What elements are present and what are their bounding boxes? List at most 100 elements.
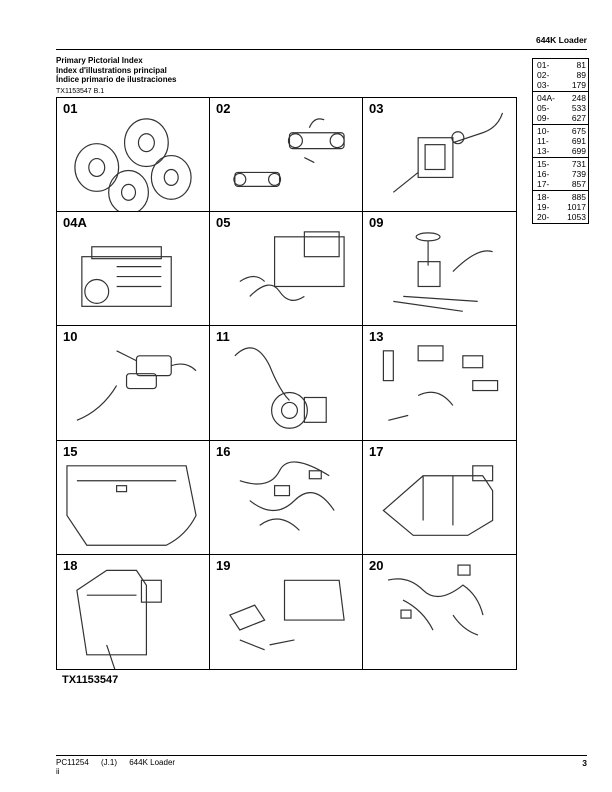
index-page: 691 xyxy=(571,136,586,146)
index-row[interactable]: 15- 731 xyxy=(533,159,588,169)
index-page: 81 xyxy=(576,60,586,70)
index-page: 533 xyxy=(571,103,586,113)
index-group: 15- 731 16- 739 17- 857 xyxy=(533,158,588,191)
engine-harness-icon xyxy=(239,231,345,302)
footer-sub: ii xyxy=(56,767,60,776)
grid-cell-11[interactable]: 11 xyxy=(210,326,363,441)
parts-kit-icon xyxy=(382,345,499,422)
index-page: 89 xyxy=(576,70,586,80)
grid-cell-label: 10 xyxy=(63,329,78,345)
header-rule xyxy=(56,49,587,50)
grid-cell-label: 19 xyxy=(216,557,231,573)
index-page: 179 xyxy=(571,80,586,90)
index-row[interactable]: 04A- 248 xyxy=(533,93,588,103)
index-row[interactable]: 10- 675 xyxy=(533,126,588,136)
index-section: 18- xyxy=(537,192,550,202)
index-section: 05- xyxy=(537,103,550,113)
index-row[interactable]: 18-885 xyxy=(533,192,588,202)
reference-code: TX1153547 B.1 xyxy=(56,88,105,95)
grid-cell-02[interactable]: 02 xyxy=(210,98,363,213)
section-page-index: 01- 81 02- 89 03- 179 04A- 248 05- 533 09- 627 10- 67… xyxy=(532,58,589,224)
hood-icon xyxy=(228,579,345,651)
index-section: 17- xyxy=(537,179,550,189)
page-number: 3 xyxy=(582,758,587,768)
index-section: 03- xyxy=(537,80,550,90)
grid-cell-13[interactable]: 13 xyxy=(363,326,516,441)
index-page: 675 xyxy=(571,126,586,136)
index-row[interactable]: 17- 857 xyxy=(533,179,588,189)
grid-cell-label: 13 xyxy=(369,329,384,345)
axles-icon xyxy=(233,118,345,187)
grid-cell-10[interactable]: 10 xyxy=(57,326,210,441)
index-row[interactable]: 05- 533 xyxy=(533,103,588,113)
grid-cell-04a[interactable]: 04A xyxy=(57,212,210,327)
index-section: 10- xyxy=(537,126,550,136)
index-group: 04A- 248 05- 533 09- 627 xyxy=(533,92,588,125)
grid-cell-label: 15 xyxy=(63,443,78,459)
grid-cell-19[interactable]: 19 xyxy=(210,554,363,669)
index-row[interactable]: 20- 1053 xyxy=(533,212,588,222)
steering-icon xyxy=(393,232,493,313)
grid-cell-03[interactable]: 03 xyxy=(363,98,516,213)
grid-cell-16[interactable]: 16 xyxy=(210,440,363,555)
index-section: 15- xyxy=(537,159,550,169)
index-row[interactable]: 01- 81 xyxy=(533,60,588,70)
grid-cell-18[interactable]: 18 xyxy=(57,554,210,669)
grid-cell-label: 05 xyxy=(216,215,231,231)
index-page: 1053 xyxy=(567,212,586,222)
index-page: 699 xyxy=(571,146,586,156)
footer-rev: (J.1) xyxy=(101,758,117,767)
index-page: 857 xyxy=(571,179,586,189)
transmission-icon xyxy=(392,112,504,193)
footer-rule xyxy=(56,755,587,756)
cab-icon xyxy=(76,569,162,669)
index-row[interactable]: 02- 89 xyxy=(533,70,588,80)
frame-icon xyxy=(382,464,494,536)
grid-cell-label: 20 xyxy=(369,557,384,573)
index-row[interactable]: 13-699 xyxy=(533,146,588,156)
index-section: 20- xyxy=(537,212,550,222)
grid-cell-01[interactable]: 01 xyxy=(57,98,210,213)
engine-icon xyxy=(81,246,172,308)
index-page: 739 xyxy=(571,169,586,179)
tires-icon xyxy=(74,118,192,212)
brake-icon xyxy=(234,347,327,430)
index-row[interactable]: 16- 739 xyxy=(533,169,588,179)
hydraulic-harness-icon xyxy=(76,350,197,422)
index-section: 16- xyxy=(537,169,550,179)
grid-cell-label: 03 xyxy=(369,101,384,116)
footer-model: 644K Loader xyxy=(129,758,176,767)
index-page: 731 xyxy=(571,159,586,169)
index-section: 04A- xyxy=(537,93,555,103)
grid-cell-09[interactable]: 09 xyxy=(363,212,516,327)
title-es: Índice primario de ilustraciones xyxy=(56,75,177,84)
footer-doc: PC11254 xyxy=(56,758,89,767)
counterweight-icon xyxy=(66,464,197,546)
index-group: 01- 81 02- 89 03- 179 xyxy=(533,59,588,92)
model-header: 644K Loader xyxy=(535,35,587,45)
index-titles: Primary Pictorial Index Index d'illustra… xyxy=(56,56,176,85)
grid-cell-05[interactable]: 05 xyxy=(210,212,363,327)
grid-cell-15[interactable]: 15 xyxy=(57,440,210,555)
index-page: 248 xyxy=(571,93,586,103)
index-page: 1017 xyxy=(567,202,586,212)
index-row[interactable]: 09- 627 xyxy=(533,113,588,123)
grid-cell-label: 11 xyxy=(216,329,230,345)
index-section: 02- xyxy=(537,70,550,80)
index-page: 627 xyxy=(571,113,586,123)
index-row[interactable]: 19-1017 xyxy=(533,202,588,212)
index-section: 01- xyxy=(537,60,550,70)
grid-cell-17[interactable]: 17 xyxy=(363,441,516,555)
main-harness-icon xyxy=(239,461,335,531)
index-row[interactable]: 03- 179 xyxy=(533,80,588,90)
title-en: Primary Pictorial Index xyxy=(56,56,143,65)
grid-cell-label: 04A xyxy=(63,215,87,231)
grid-cell-20[interactable]: 20 xyxy=(363,555,516,669)
index-section: 09- xyxy=(537,113,550,123)
accessory-harness-icon xyxy=(387,564,484,636)
grid-cell-label: 09 xyxy=(369,215,384,231)
index-row[interactable]: 11-691 xyxy=(533,136,588,146)
